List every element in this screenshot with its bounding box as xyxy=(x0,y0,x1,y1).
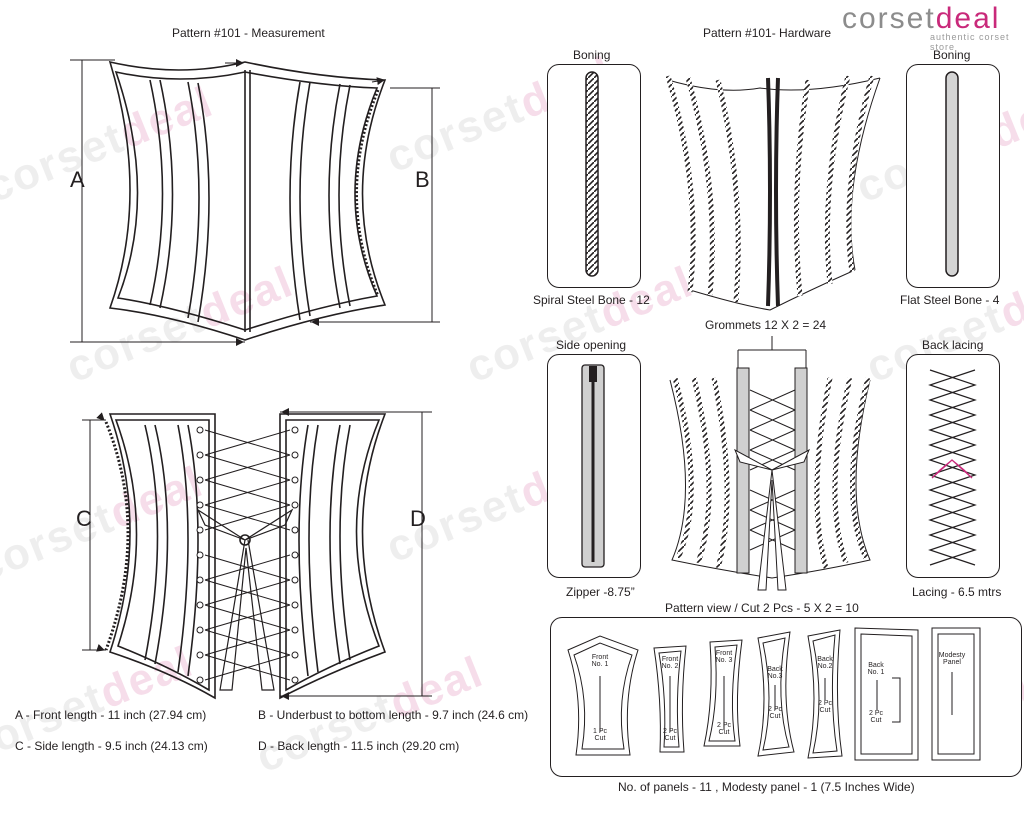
piece-front-1-label: Front No. 1 xyxy=(591,654,609,668)
back-lacing-label: Back lacing xyxy=(922,338,984,352)
piece-back-2-label: Back No.2 xyxy=(817,656,833,670)
piece-back-1-label: Back No. 1 xyxy=(867,662,885,676)
piece-front-2-label: Front No. 2 xyxy=(661,656,679,670)
pattern-footer: No. of panels - 11 , Modesty panel - 1 (… xyxy=(618,780,915,794)
brand-tagline: authentic corset store xyxy=(930,32,1010,52)
piece-back-1-cut: 2 Pc Cut xyxy=(868,710,883,724)
piece-back-3-cut: 2 Pc Cut xyxy=(767,706,782,720)
zipper-label: Zipper -8.75” xyxy=(566,585,635,599)
label-b: B xyxy=(415,167,430,192)
grommet-corset-spiral xyxy=(672,377,871,569)
piece-back-2-cut: 2 Pc Cut xyxy=(817,700,832,714)
piece-front-3-label: Front No. 3 xyxy=(715,650,733,664)
back-measure-lines xyxy=(82,408,432,700)
measure-b-text: B - Underbust to bottom length - 9.7 inc… xyxy=(258,708,529,722)
hardware-bones-flat xyxy=(766,77,780,307)
lacing-box xyxy=(906,354,1000,578)
boning-left-label: Boning xyxy=(573,48,611,62)
pattern-pieces xyxy=(567,627,981,761)
measurement-title: Pattern #101 - Measurement xyxy=(172,26,325,40)
piece-front-3-cut: 2 Pc Cut xyxy=(716,722,731,736)
piece-front-2-cut: 2 Pc Cut xyxy=(662,728,677,742)
measure-d-text: D - Back length - 11.5 inch (29.20 cm) xyxy=(258,739,460,753)
boning-right-label: Boning xyxy=(933,48,971,62)
label-c: C xyxy=(76,506,92,531)
measure-c-text: C - Side length - 9.5 inch (24.13 cm) xyxy=(15,739,208,753)
back-grommets xyxy=(196,426,299,684)
hardware-title: Pattern #101- Hardware xyxy=(703,26,832,40)
spiral-bone-label: Spiral Steel Bone - 12 xyxy=(533,293,650,307)
front-measure-lines xyxy=(70,59,440,346)
piece-front-1-cut: 1 Pc Cut xyxy=(592,728,607,742)
measure-a-text: A - Front length - 11 inch (27.94 cm) xyxy=(15,708,207,722)
back-corset xyxy=(104,413,387,700)
label-a: A xyxy=(70,167,85,192)
pattern-view-title: Pattern view / Cut 2 Pcs - 5 X 2 = 10 xyxy=(665,601,859,615)
flat-bone-icon xyxy=(945,71,959,277)
piece-modesty-label: Modesty Panel xyxy=(938,652,966,666)
flat-bone-label: Flat Steel Bone - 4 xyxy=(900,293,1000,307)
lacing-label: Lacing - 6.5 mtrs xyxy=(912,585,1002,599)
spiral-bone-icon xyxy=(585,71,599,277)
grommet-corset xyxy=(669,336,871,591)
piece-back-3-label: Back No.3 xyxy=(767,666,783,680)
back-lacing-icon xyxy=(928,369,977,566)
zipper-icon xyxy=(581,364,605,568)
front-corset xyxy=(108,60,387,341)
grommets-label: Grommets 12 X 2 = 24 xyxy=(705,318,827,332)
brand-logo: corsetdeal xyxy=(842,2,1001,35)
side-opening-label: Side opening xyxy=(556,338,627,352)
hardware-bones-spiral xyxy=(665,75,875,303)
